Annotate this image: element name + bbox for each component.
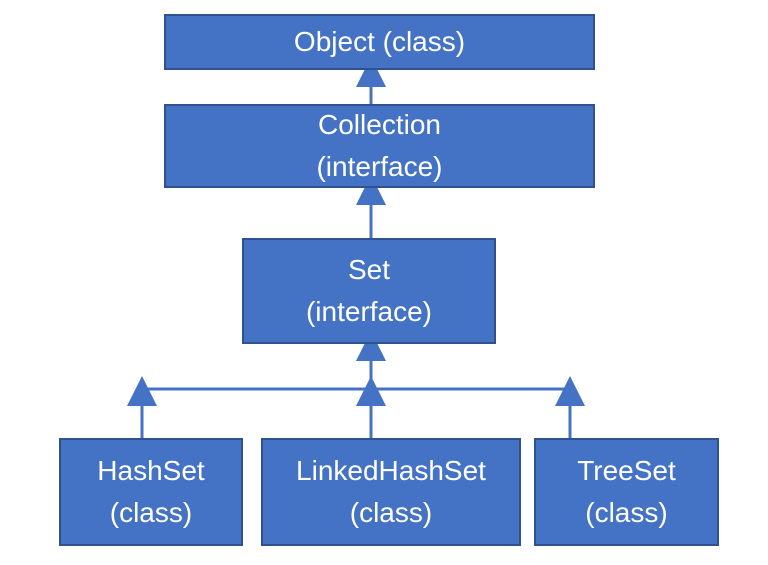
node-linkedhashset: LinkedHashSet (class) (261, 438, 521, 546)
node-collection: Collection (interface) (164, 104, 595, 188)
node-collection-label-line1: Collection (318, 109, 441, 140)
node-set-label-line2: (interface) (305, 296, 433, 327)
node-treeset: TreeSet (class) (534, 438, 719, 546)
node-set-label-line1: Set (347, 254, 391, 285)
node-hashset: HashSet (class) (59, 438, 243, 546)
node-treeset-label-line1: TreeSet (577, 455, 676, 486)
node-object-label-line1: Object (class) (293, 26, 466, 57)
node-linkedhashset-label-line1: LinkedHashSet (296, 455, 486, 486)
node-set: Set (interface) (242, 238, 496, 344)
node-object: Object (class) (164, 14, 595, 70)
node-collection-label-line2: (interface) (316, 151, 443, 182)
node-treeset-label-line2: (class) (585, 497, 668, 528)
node-linkedhashset-label-line2: (class) (349, 497, 433, 528)
node-hashset-label-line1: HashSet (97, 455, 205, 486)
node-hashset-label-line2: (class) (109, 497, 193, 528)
